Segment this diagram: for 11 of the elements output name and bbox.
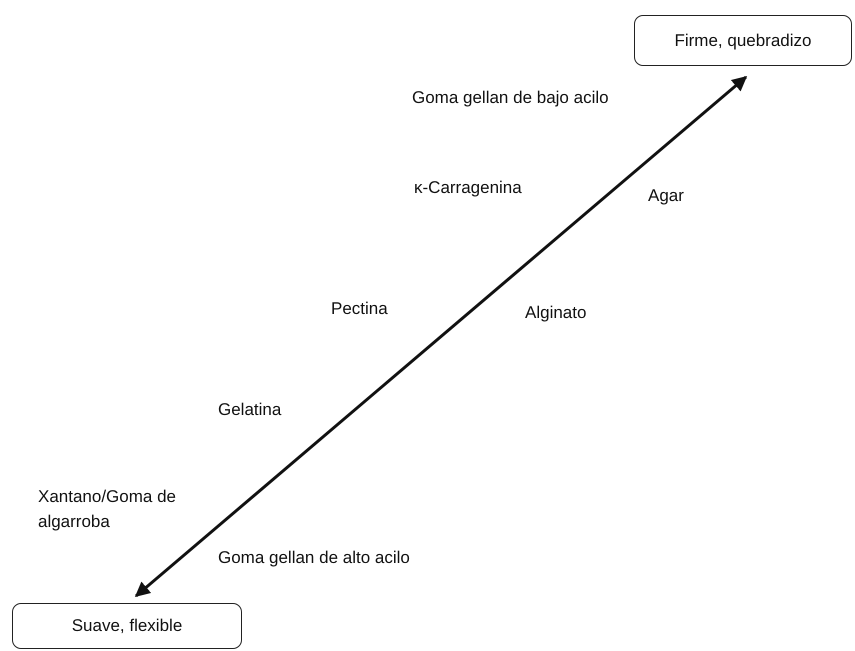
double-arrow	[134, 76, 748, 598]
material-label: Xantano/Goma de algarroba	[38, 486, 177, 533]
material-label: Pectina	[331, 298, 388, 320]
material-label: κ-Carragenina	[414, 177, 522, 199]
material-label: Goma gellan de bajo acilo	[412, 87, 609, 109]
material-label: Goma gellan de alto acilo	[218, 547, 410, 569]
label-box: Firme, quebradizo	[634, 15, 852, 66]
material-label: Gelatina	[218, 399, 282, 421]
material-label: Alginato	[525, 302, 586, 324]
material-label: Agar	[648, 185, 684, 207]
label-box: Suave, flexible	[12, 603, 242, 649]
